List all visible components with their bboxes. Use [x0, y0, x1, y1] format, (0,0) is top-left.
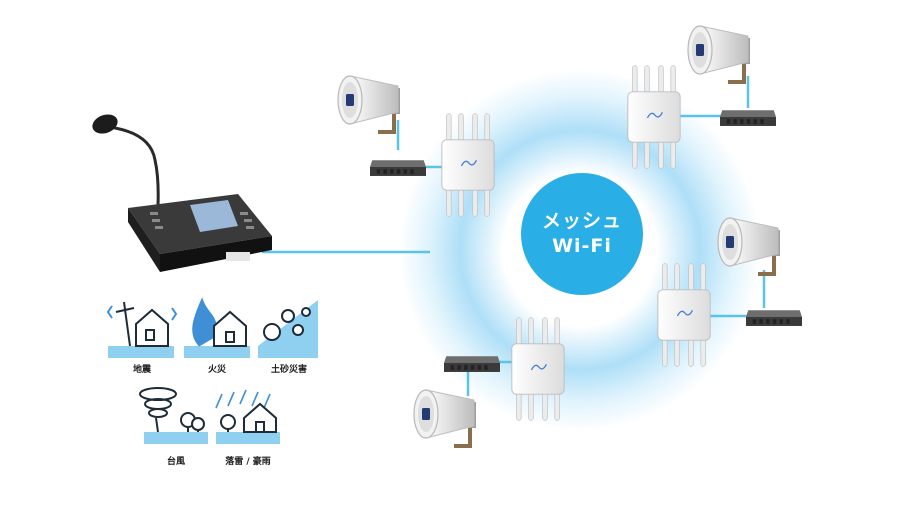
broadcast-console-icon	[92, 114, 272, 272]
landslide-label: 土砂災害	[270, 365, 307, 375]
lightning-rain-label: 落雷 / 豪雨	[225, 457, 271, 467]
network-switch-icon	[746, 310, 802, 326]
earthquake-label: 地震	[132, 365, 151, 375]
lightning-rain-icon	[215, 389, 280, 444]
earthquake-icon	[106, 301, 178, 358]
wifi-access-point-icon	[657, 262, 711, 368]
horn-speaker-icon	[336, 74, 402, 134]
network-links	[262, 76, 766, 396]
mesh-wifi-hub: メッシュ Wi-Fi	[521, 173, 643, 295]
typhoon-icon	[139, 387, 208, 444]
network-switch-icon	[370, 160, 426, 176]
network-switch-icon	[720, 110, 776, 126]
wifi-access-point-icon	[511, 316, 565, 422]
network-switch-icon	[444, 356, 500, 372]
wifi-access-point-icon	[441, 112, 495, 218]
typhoon-label: 台風	[166, 457, 185, 467]
horn-speaker-icon	[412, 388, 478, 448]
fire-icon	[184, 297, 250, 358]
hub-label-line2: Wi-Fi	[552, 235, 612, 257]
wifi-access-point-icon	[627, 64, 681, 170]
horn-speaker-icon	[686, 24, 752, 84]
landslide-icon	[258, 300, 318, 358]
hub-label-line1: メッシュ	[541, 210, 622, 232]
fire-label: 火災	[207, 365, 226, 375]
horn-speaker-icon	[716, 216, 782, 276]
